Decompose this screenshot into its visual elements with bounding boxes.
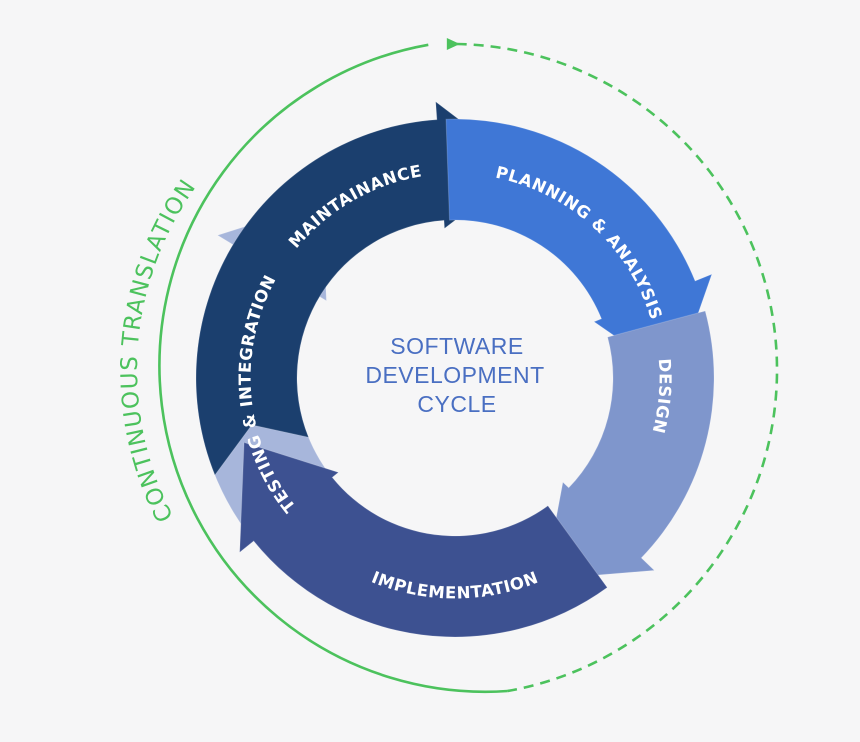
outer-loop-arrowhead: [446, 38, 460, 51]
cycle-ring: [195, 100, 715, 638]
segment-implementation: [239, 441, 608, 638]
segment-planning-analysis: [445, 118, 713, 379]
center-title-line-2: DEVELOPMENT: [365, 362, 544, 388]
segment-design: [544, 310, 715, 580]
outer-loop-dashed-arc: [456, 42, 779, 693]
center-title: SOFTWARE DEVELOPMENT CYCLE: [365, 333, 544, 417]
outer-loop-solid-arc: [158, 43, 508, 693]
center-title-line-1: SOFTWARE: [390, 333, 523, 359]
center-title-line-3: CYCLE: [417, 391, 496, 417]
segment-maintainance: [195, 100, 524, 477]
